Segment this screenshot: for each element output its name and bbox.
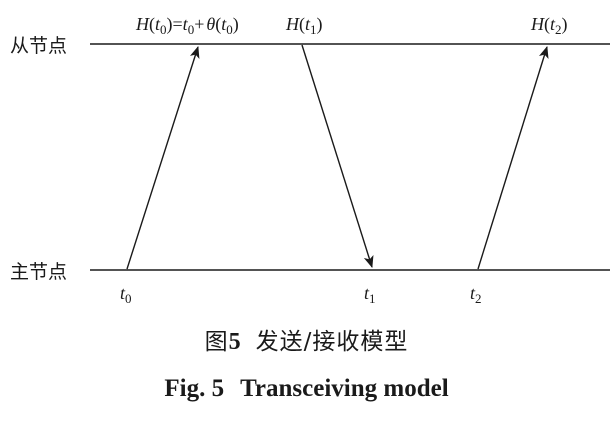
caption-chinese: 图5 发送/接收模型 [0, 322, 613, 356]
caption-cn-title: 发送/接收模型 [255, 329, 409, 355]
caption-english: Fig. 5 Transceiving model [0, 375, 613, 403]
arrow-reply-t1 [301, 44, 374, 268]
arrow-sync-t0 [126, 46, 200, 270]
h-t2-formula: H(t2) [530, 14, 568, 37]
arrow-sync-t2 [477, 46, 549, 270]
caption-en-fig: Fig. 5 [164, 375, 225, 402]
h-t0-formula: H(t0)=t0+θ(t0) [135, 14, 239, 37]
t2-label: t2 [470, 283, 482, 306]
caption-cn-fig: 图 [204, 329, 229, 355]
master-node-label: 主节点 [10, 261, 67, 283]
slave-node-label: 从节点 [10, 35, 67, 57]
caption-cn-number: 5 [228, 329, 242, 355]
t0-label: t0 [120, 283, 132, 306]
h-t1-formula: H(t1) [285, 14, 323, 37]
t1-label: t1 [364, 283, 376, 306]
caption-en-title: Transceiving model [240, 375, 449, 402]
